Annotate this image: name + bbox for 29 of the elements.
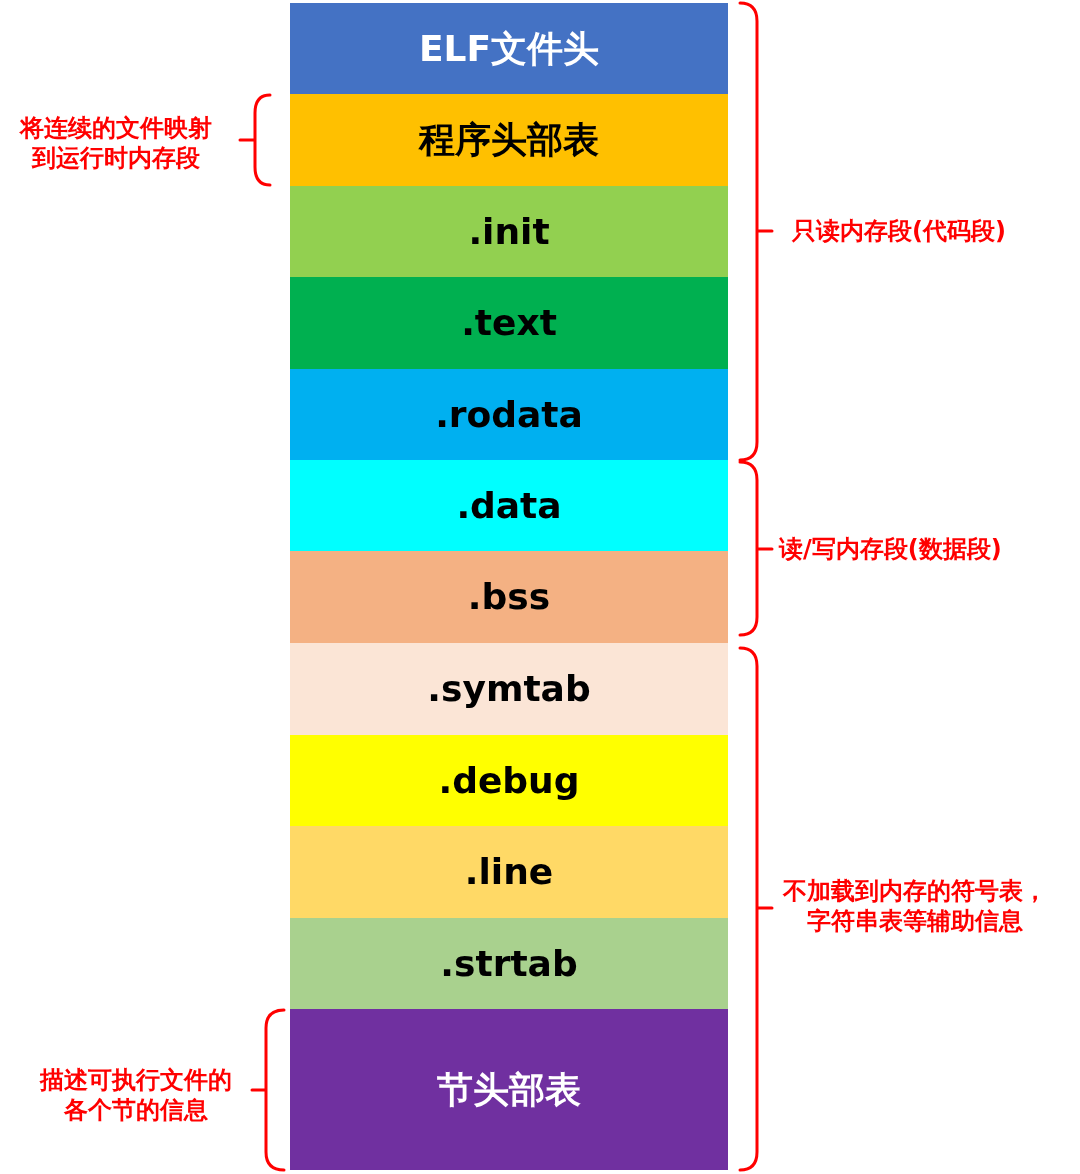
section-band [290, 643, 728, 735]
band-label: .debug [438, 758, 580, 803]
annotation-text: 读/写内存段(数据段) [779, 534, 1002, 564]
band-label: .data [456, 483, 562, 528]
section-band [290, 460, 728, 551]
band-label: .rodata [435, 392, 583, 437]
section-band [290, 369, 728, 460]
band-label: .text [461, 301, 557, 345]
band-label: 节头部表 [437, 1067, 581, 1112]
section-band [290, 918, 728, 1009]
band-label: .line [464, 850, 554, 894]
band-label: .strtab [440, 941, 578, 986]
annotation-text: 不加载到内存的符号表，字符串表等辅助信息 [781, 876, 1048, 936]
section-band [290, 826, 728, 918]
section-band [290, 186, 728, 277]
section-band [290, 1009, 728, 1170]
band-label: 程序头部表 [419, 118, 599, 162]
band-label: ELF文件头 [418, 26, 600, 71]
section-band [290, 735, 728, 826]
band-label: .symtab [427, 667, 591, 711]
section-band [290, 94, 728, 186]
annotation-text: 将连续的文件映射到运行时内存段 [18, 113, 213, 173]
band-label: .init [468, 209, 550, 254]
annotation-text: 只读内存段(代码段) [792, 216, 1006, 246]
section-band [290, 551, 728, 643]
section-band [290, 3, 728, 94]
band-label: .bss [467, 575, 551, 619]
annotation-text: 描述可执行文件的各个节的信息 [38, 1065, 233, 1125]
section-band [290, 277, 728, 369]
